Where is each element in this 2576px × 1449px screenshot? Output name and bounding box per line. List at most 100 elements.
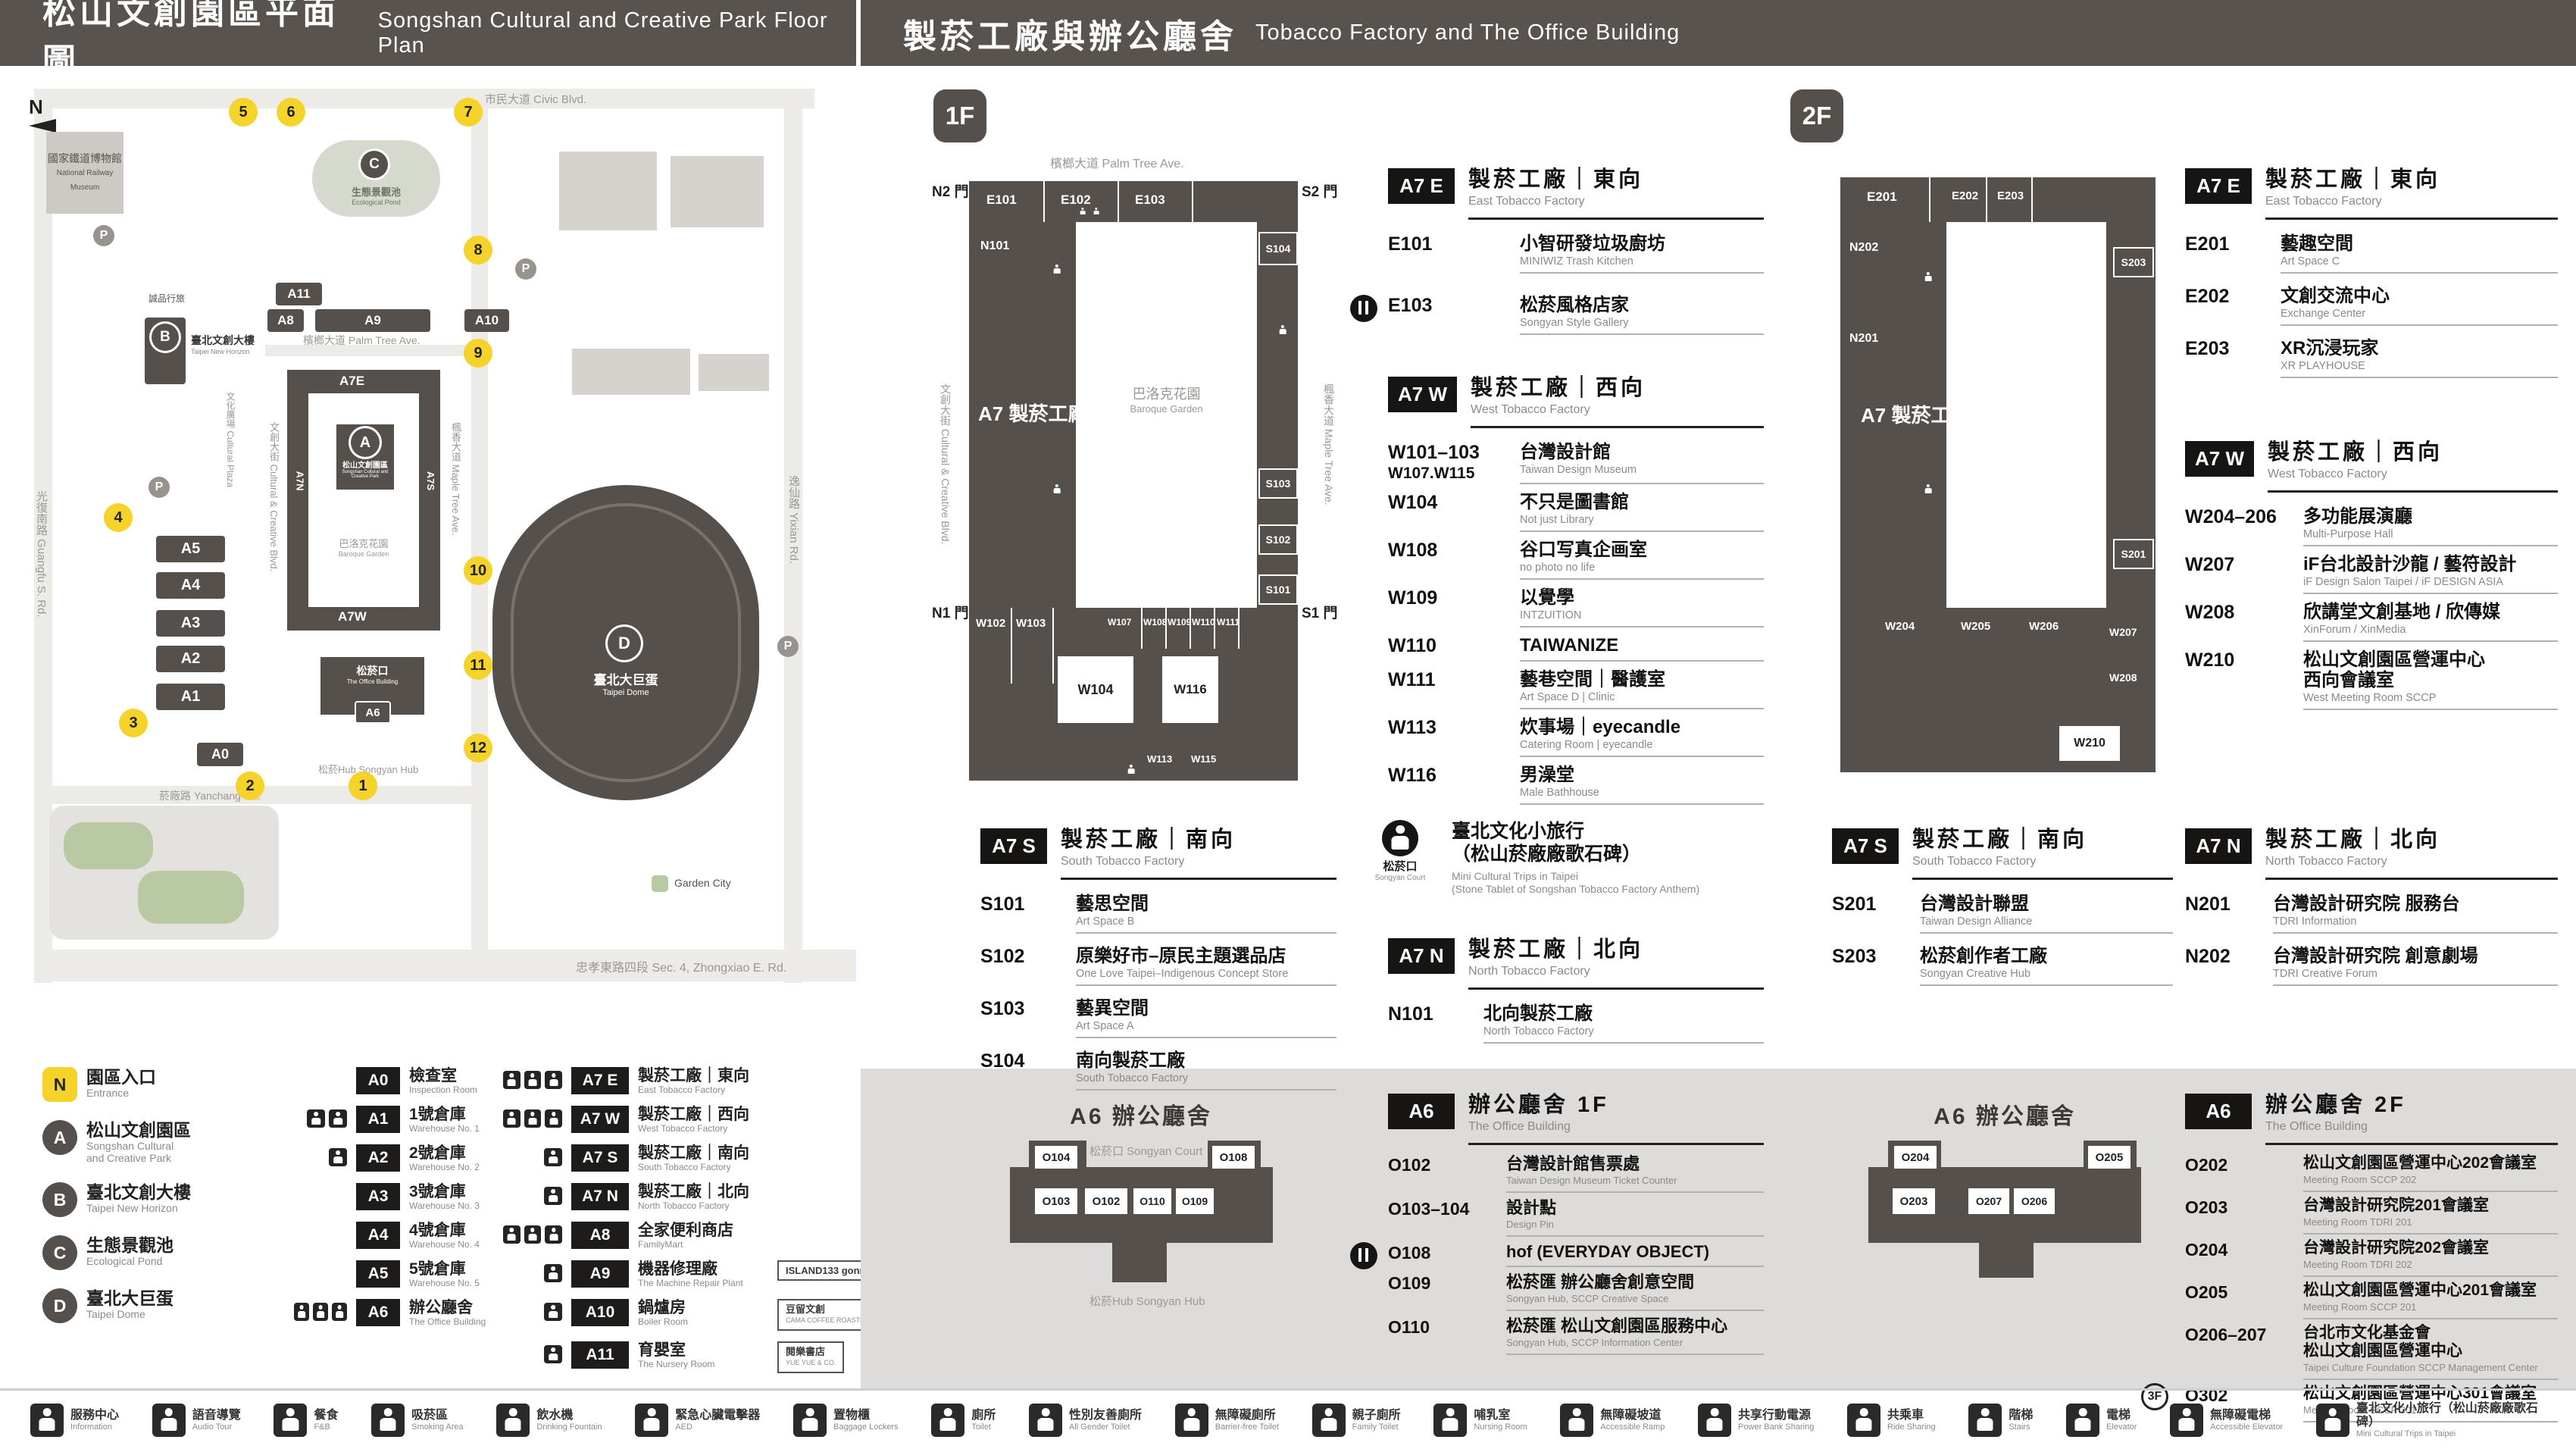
amenity-icon — [2066, 1404, 2100, 1437]
a6-2f-wing-bottom — [1979, 1243, 2034, 1278]
block-a3: A3 — [156, 610, 225, 637]
gate-s2: S2 門 — [1302, 184, 1338, 200]
plan-room-n101: N101 — [980, 239, 1010, 252]
legend-place-zh: 生態景觀池 — [86, 1235, 174, 1255]
plan-room-e103: E103 — [1135, 192, 1165, 207]
legend-code-badge: A7 W — [571, 1106, 629, 1133]
legend-row: A7 E 製菸工廠｜東向 East Tobacco Factory — [502, 1067, 883, 1095]
room-row: O103–104 設計點 Design Pin — [1388, 1198, 1764, 1237]
elevator-icon — [1077, 206, 1088, 217]
amenity-item: 親子廁所 Family Toilet — [1311, 1404, 1401, 1437]
legend-factory: A7 E 製菸工廠｜東向 East Tobacco Factory A7 W 製… — [502, 1067, 883, 1373]
legend-zh: 4號倉庫 — [409, 1222, 466, 1239]
amenity-icon — [1433, 1404, 1468, 1437]
amenity-en: Accessible Elevator — [2210, 1422, 2284, 1432]
amenity-mini-icon — [329, 1109, 347, 1128]
floor-1f-badge: 1F — [933, 89, 986, 142]
songyan-hub-label: 松菸Hub Songyan Hub — [318, 764, 419, 775]
room-row: O202 松山文創園區營運中心202會議室 Meeting Room SCCP … — [2185, 1154, 2558, 1192]
plan-room-o205: O205 — [2088, 1146, 2131, 1169]
entrance-5: 5 — [229, 98, 258, 127]
plan-room-o108: O108 — [1212, 1146, 1255, 1169]
plan-1f: 檳榔大道 Palm Tree Ave. 文創大街 Cultural & Crea… — [932, 156, 1346, 808]
section-code-chip: A7 N — [2185, 828, 2252, 864]
factory-a7s-label: A7S — [425, 471, 437, 491]
room-row: E201 藝趣空間 Art Space C — [2185, 233, 2558, 274]
section-code-chip: A6 — [1388, 1094, 1455, 1129]
marker-d: D — [608, 627, 641, 660]
green-patch-2 — [138, 871, 244, 924]
amenity-en: Family Toilet — [1352, 1422, 1399, 1432]
room-row: W116 男澡堂 Male Bathhouse — [1388, 765, 1764, 805]
legend-row: A7 S 製菸工廠｜南向 South Tobacco Factory — [503, 1144, 883, 1172]
legend-en: FamilyMart — [638, 1239, 683, 1250]
legend-place-en: Taipei Dome — [86, 1308, 145, 1320]
stairs-icon — [1276, 323, 1290, 336]
garden-city-icon — [652, 875, 668, 892]
plan-room-w208: W208 — [2109, 671, 2137, 684]
room-row: S103 藝異空間 Art Space A — [980, 998, 1336, 1038]
amenity-en: AED — [675, 1422, 692, 1432]
amenity-icon — [2170, 1404, 2204, 1437]
plan-2f: A7 製菸工廠 E201 E202 E203 N202 N201 S203 S2… — [1815, 156, 2194, 800]
section-code-chip: A7 E — [1388, 168, 1455, 204]
legend-zh: 製菸工廠｜東向 — [638, 1067, 749, 1084]
north-arrow-icon — [29, 119, 56, 133]
new-horizon-label: 臺北文創大樓 Taipei New Horizon — [191, 334, 255, 355]
road-label-zhongxiao: 忠孝東路四段 Sec. 4, Zhongxiao E. Rd. — [576, 962, 787, 975]
road-label-guangfu: 光復南路 Guangfu S. Rd. — [35, 490, 48, 618]
legend-row: A4 4號倉庫 Warehouse No. 4 — [294, 1222, 523, 1250]
parking-icon-3: P — [148, 477, 170, 498]
amenity-zh: 親子廁所 — [1352, 1408, 1401, 1422]
legend-place-zh: 松山文創園區 — [86, 1120, 191, 1140]
legend-place-row: C 生態景觀池 Ecological Pond — [42, 1235, 191, 1270]
amenity-mini-icon — [544, 1187, 562, 1205]
plan-room-s101: S101 — [1258, 574, 1298, 605]
entrance-8: 8 — [464, 236, 492, 264]
neighbor-block-2 — [671, 156, 764, 227]
legend-code-badge: A8 — [571, 1222, 629, 1249]
legend-row: A6 辦公廳舍 The Office Building — [294, 1299, 523, 1327]
songyan-court-note: 松菸口 Songyan Court 臺北文化小旅行 （松山菸廠廠歌石碑） Min… — [1374, 820, 1700, 895]
block-a9: A9 — [315, 309, 430, 332]
legend-code-badge: A2 — [356, 1144, 400, 1172]
amenity-zh: 臺北文化小旅行（松山菸廠廠歌石碑） — [2356, 1401, 2538, 1429]
room-row: O109 松菸匯 辦公廳舍創意空間 Songyan Hub, SCCP Crea… — [1388, 1272, 1764, 1311]
room-row: O110 松菸匯 松山文創園區服務中心 Songyan Hub, SCCP In… — [1388, 1316, 1764, 1355]
legend-place-zh: 臺北文創大樓 — [86, 1182, 191, 1202]
legend-row: A2 2號倉庫 Warehouse No. 2 — [294, 1144, 523, 1172]
road-civic-blvd — [42, 89, 814, 108]
amenity-item: 性別友善廁所 All Gender Toilet — [1029, 1404, 1142, 1437]
marker-a: A — [351, 428, 380, 457]
amenity-en: Nursing Room — [1474, 1422, 1527, 1432]
legend-zh: 2號倉庫 — [409, 1144, 466, 1162]
plan-room-s203: S203 — [2113, 247, 2154, 277]
a6-1f-wing-bottom — [1112, 1243, 1167, 1282]
eslite-hotel-label: 誠品行旅 — [148, 293, 186, 304]
amenity-item: 電梯 Elevator — [2066, 1404, 2137, 1437]
room-row: S102 原樂好市–原民主題選品店 One Love Taipei–Indige… — [980, 946, 1336, 986]
room-row: W208 欣講堂文創基地 / 欣傳媒 XinForum / XinMedia — [2185, 602, 2558, 642]
legend-en: Warehouse No. 2 — [409, 1162, 480, 1172]
plan-room-e203: E203 — [1997, 189, 2024, 202]
amenity-icon — [792, 1404, 827, 1437]
walking-tour-icon — [1382, 820, 1418, 856]
plan1f-courtyard — [1076, 222, 1257, 608]
left-header: 松山文創園區平面圖 Songshan Cultural and Creative… — [0, 0, 856, 80]
amenity-zh: 飲水機 — [536, 1408, 574, 1422]
legend-zh: 製菸工廠｜南向 — [638, 1144, 749, 1162]
legend-zh: 辦公廳舍 — [409, 1299, 473, 1316]
amenity-zh: 共享行動電源 — [1738, 1408, 1812, 1422]
amenity-en: Baggage Lockers — [833, 1422, 899, 1432]
room-row: O108 hof (EVERYDAY OBJECT) — [1350, 1242, 1764, 1269]
block-a1: A1 — [156, 684, 225, 710]
amenity-mini-icon — [544, 1148, 562, 1166]
legend-place-badge: B — [42, 1182, 77, 1217]
plan1f-street-left: 文創大街 Cultural & Creative Blvd. — [939, 383, 952, 545]
block-a10: A10 — [464, 309, 509, 332]
room-row: W207 iF台北設計沙龍 / 藝符設計 iF Design Salon Tai… — [2185, 554, 2558, 594]
